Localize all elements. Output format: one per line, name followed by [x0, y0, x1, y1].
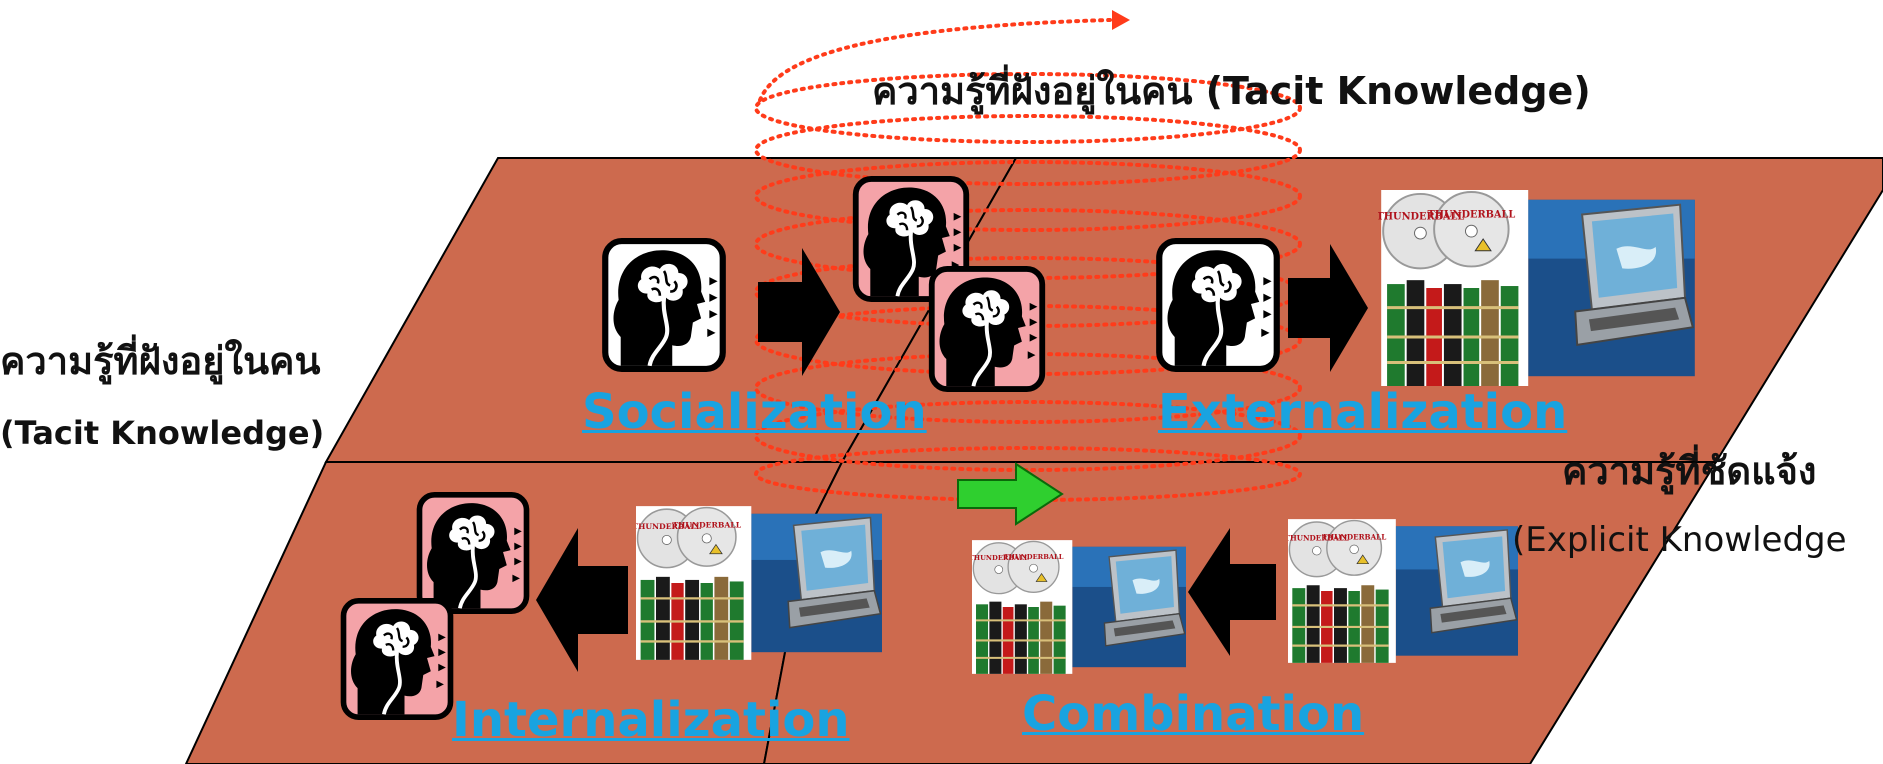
internalization-label[interactable]: Internalization: [452, 692, 850, 748]
left-label-thai: ความรู้ที่ฝังอยู่ในคน: [0, 339, 321, 383]
person-head-icon: [932, 269, 1042, 389]
arrow-right-icon: [758, 248, 840, 376]
top-title: ความรู้ที่ฝังอยู่ในคน (Tacit Knowledge): [872, 69, 1591, 113]
arrow-right-icon: [1288, 244, 1368, 372]
externalization-label[interactable]: Externalization: [1158, 384, 1568, 440]
combination-label[interactable]: Combination: [1022, 686, 1365, 742]
person-head-icon: [344, 601, 451, 717]
right-label-en: (Explicit Knowledge: [1512, 520, 1847, 560]
person-head-icon: [1159, 241, 1277, 369]
person-head-icon: [420, 495, 527, 611]
arrow-left-icon: [536, 528, 628, 672]
cd-books-laptop-icon: [972, 538, 1186, 676]
cd-books-laptop-icon: [636, 504, 882, 662]
left-label-en: (Tacit Knowledge): [0, 414, 325, 452]
arrow-left-icon: [1188, 528, 1276, 656]
knowledge-spiral: [754, 18, 1302, 502]
cd-books-laptop-icon: [1378, 190, 1697, 386]
person-head-icon: [605, 241, 723, 369]
right-label-thai: ความรู้ที่ชัดแจ้ง: [1562, 449, 1817, 493]
socialization-label[interactable]: Socialization: [582, 384, 927, 440]
cd-books-laptop-icon: [1288, 517, 1518, 665]
spiral-arrowhead-icon: [1112, 10, 1130, 30]
green-arrow-icon: [957, 462, 1064, 526]
